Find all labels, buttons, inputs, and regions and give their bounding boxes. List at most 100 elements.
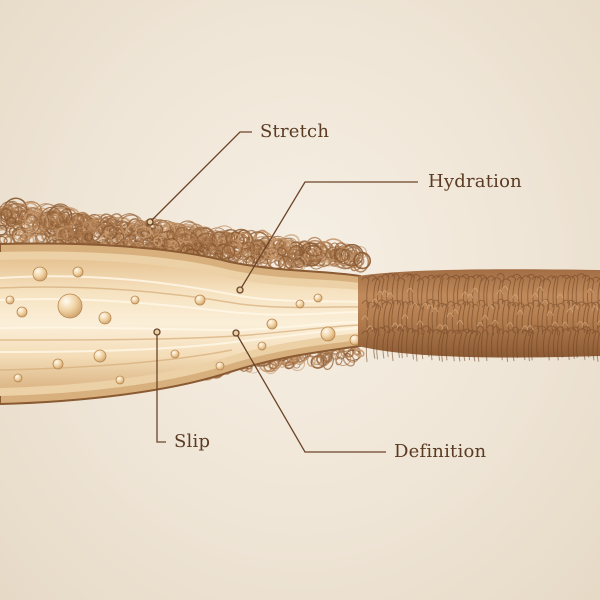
- coil-highlight: [481, 315, 489, 320]
- coil-strand: [391, 326, 402, 358]
- curl-strand: [354, 349, 365, 358]
- coil-strand: [596, 278, 600, 283]
- coil-strand: [466, 275, 476, 308]
- coil-strand: [501, 330, 510, 362]
- curl-strand: [105, 230, 121, 245]
- curl-strand: [135, 225, 152, 239]
- coil-highlight: [596, 320, 600, 326]
- label-slip: Slip: [174, 431, 211, 452]
- coil-highlight: [561, 321, 569, 327]
- coil-strand: [361, 330, 369, 363]
- coil-strand: [551, 328, 561, 361]
- coil-strand: [446, 276, 458, 308]
- coil-highlight: [581, 322, 589, 327]
- coil-strand: [406, 273, 415, 305]
- coil-highlight: [471, 287, 479, 293]
- defined-curl-bundle: [358, 269, 600, 363]
- coil-strand: [536, 303, 545, 335]
- coil-strand: [421, 275, 430, 308]
- coil-strand: [471, 303, 480, 336]
- coil-highlight: [456, 320, 464, 325]
- coil-highlight: [366, 325, 374, 331]
- coil-strand: [386, 329, 396, 362]
- curl-strand: [61, 228, 75, 240]
- coil-strand: [441, 303, 449, 336]
- coil-highlight: [586, 288, 594, 294]
- curl-strand: [162, 240, 171, 247]
- coil-strand: [426, 328, 434, 361]
- coil-strand: [391, 299, 402, 332]
- coil-strand: [376, 276, 385, 308]
- coil-strand: [521, 329, 532, 362]
- water-droplet: [170, 349, 180, 359]
- coil-strand: [451, 274, 461, 307]
- water-droplet: [13, 373, 23, 383]
- coil-strand: [426, 274, 436, 307]
- curl-strand: [24, 209, 49, 233]
- coil-strand: [571, 274, 579, 307]
- water-droplet: [194, 294, 206, 306]
- coil-highlight: [571, 304, 579, 310]
- coil-highlight: [406, 287, 414, 293]
- leader-lines: [146, 131, 418, 453]
- leader-slip: [156, 332, 166, 443]
- coil-strand: [461, 328, 473, 361]
- coil-strand: [491, 302, 500, 334]
- water-droplet: [98, 311, 112, 325]
- coil-strand: [526, 328, 534, 361]
- water-droplet: [257, 341, 267, 351]
- water-droplet: [72, 266, 84, 278]
- coil-strand: [561, 274, 572, 307]
- coil-strand: [596, 299, 600, 304]
- coil-strand: [371, 327, 380, 360]
- curl-strand: [255, 248, 266, 259]
- coil-highlight: [426, 304, 434, 310]
- curl-strand: [334, 242, 351, 264]
- curl-strand: [304, 236, 324, 261]
- coil-strand: [566, 327, 577, 359]
- coil-strand: [481, 304, 490, 336]
- curl-strand: [90, 216, 103, 231]
- coil-strand: [396, 277, 406, 309]
- coil-strand: [366, 327, 378, 359]
- water-droplet: [5, 295, 15, 305]
- curl-strand: [352, 346, 361, 356]
- coil-highlight: [396, 323, 404, 329]
- curl-strand: [316, 352, 331, 367]
- coil-highlight: [431, 307, 439, 313]
- coil-strand: [486, 275, 496, 308]
- coil-strand: [376, 326, 387, 359]
- coil-strand: [416, 303, 425, 336]
- coil-strand: [591, 330, 600, 362]
- coil-highlight: [486, 304, 494, 309]
- coil-highlight: [461, 291, 469, 297]
- core-shadow-strands: [0, 286, 361, 371]
- coil-strand: [361, 300, 370, 332]
- curl-strand: [25, 226, 37, 238]
- coil-strand: [551, 275, 559, 308]
- leader-hydration: [239, 181, 418, 291]
- coil-highlight: [411, 303, 419, 308]
- curl-strand: [265, 245, 281, 260]
- coil-strand: [501, 278, 512, 311]
- coil-strand: [526, 273, 536, 306]
- water-droplet: [115, 375, 125, 385]
- coil-strand: [406, 328, 416, 360]
- coil-strand: [576, 273, 587, 305]
- coil-strand: [541, 328, 552, 361]
- coil-highlight: [446, 312, 454, 318]
- coil-strand: [586, 277, 595, 310]
- curl-strand: [288, 248, 299, 259]
- coil-strand: [381, 325, 391, 358]
- coil-strand: [531, 275, 542, 308]
- coil-strand: [456, 299, 467, 332]
- curl-strand: [56, 206, 78, 228]
- curl-strand: [20, 210, 45, 227]
- coil-strand: [426, 298, 435, 331]
- coil-strand: [541, 278, 552, 310]
- coil-strand: [436, 274, 444, 307]
- coil-strand: [371, 304, 382, 336]
- curl-strand: [340, 252, 352, 266]
- coil-highlight: [496, 289, 504, 295]
- coil-strand: [566, 275, 576, 308]
